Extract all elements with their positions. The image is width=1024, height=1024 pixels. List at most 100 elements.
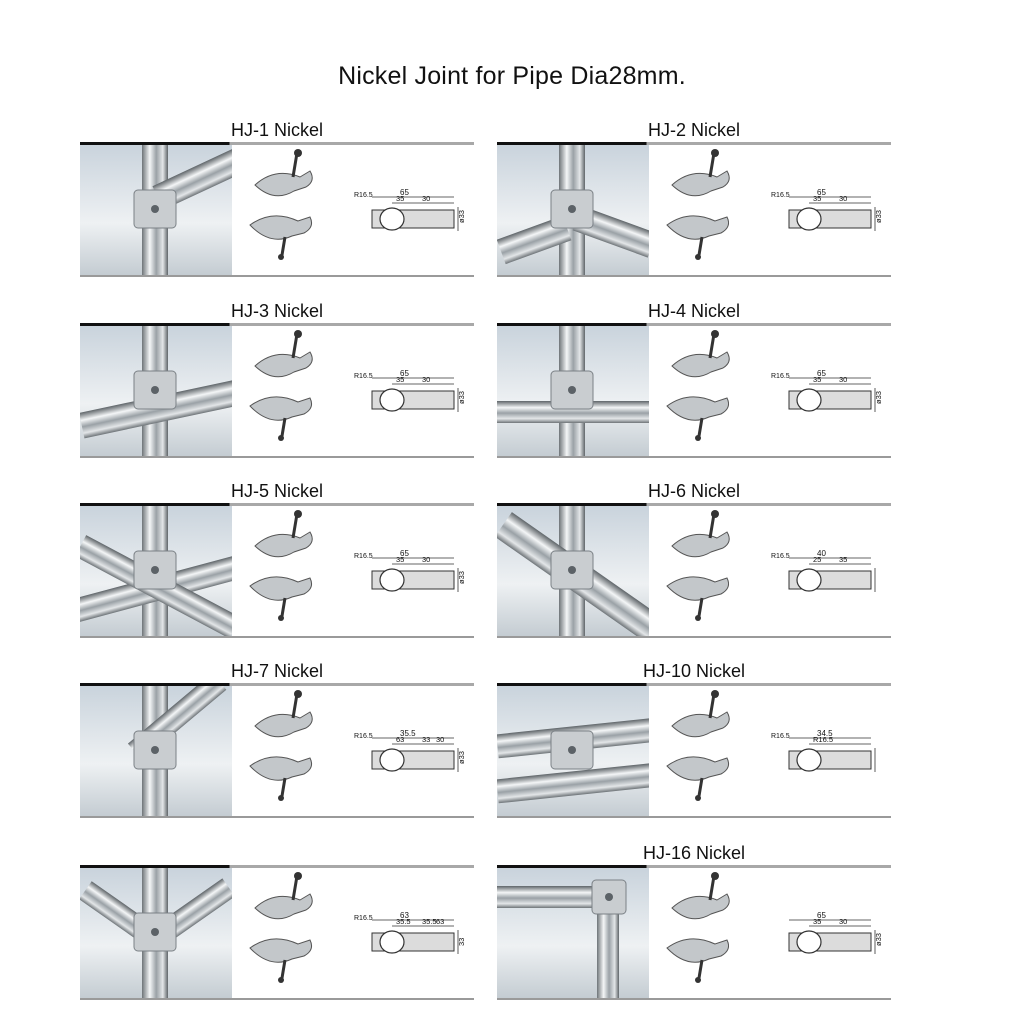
joint-photo	[80, 145, 232, 275]
divider	[497, 816, 891, 818]
dimension-label: 65	[400, 188, 409, 197]
dimension-label: R16.5	[771, 733, 790, 740]
dimension-label: 65	[817, 369, 826, 378]
joint-photo	[497, 868, 649, 998]
joint-photo	[80, 868, 232, 998]
dimension-label: 33	[422, 735, 430, 744]
dimension-label: 65	[817, 188, 826, 197]
exploded-parts-diagram	[235, 145, 355, 275]
joint-photo	[497, 145, 649, 275]
dimension-label: 30	[436, 735, 444, 744]
joint-name: HJ-1 Nickel	[230, 120, 323, 140]
dimension-label: 35	[396, 375, 404, 384]
dimension-label: R16.5	[354, 192, 373, 199]
exploded-parts-diagram	[652, 868, 772, 998]
dimension-label: ø33	[457, 571, 466, 584]
dimension-label: 35	[396, 194, 404, 203]
dimension-label: R16.5	[354, 373, 373, 380]
dimension-label: ø33	[457, 751, 466, 764]
dimension-label: 35	[839, 555, 847, 564]
dimension-label: ø33	[457, 210, 466, 223]
dimension-label: 63	[396, 735, 404, 744]
dimension-label: R16.5	[354, 553, 373, 560]
joint-photo	[80, 686, 232, 816]
exploded-parts-diagram	[235, 506, 355, 636]
dimension-label: 25	[813, 555, 821, 564]
exploded-parts-diagram	[652, 686, 772, 816]
joint-name: HJ-5 Nickel	[230, 481, 323, 501]
exploded-parts-diagram	[235, 326, 355, 456]
joint-name: HJ-10 Nickel	[642, 661, 746, 681]
divider	[497, 503, 891, 506]
dimension-label: R16.5	[771, 192, 790, 199]
dimension-label: 35	[396, 555, 404, 564]
dimension-label: 30	[839, 917, 847, 926]
joint-name: HJ-2 Nickel	[647, 120, 740, 140]
dimension-label: 30	[422, 555, 430, 564]
divider	[80, 998, 474, 1000]
dimension-label: 30	[422, 375, 430, 384]
divider	[80, 865, 474, 868]
divider	[497, 456, 891, 458]
dimension-label: 35.5	[396, 917, 411, 926]
joint-name: HJ-7 Nickel	[230, 661, 323, 681]
dimension-label: R16.5	[354, 733, 373, 740]
dimension-label: 34.5	[817, 729, 833, 738]
dimension-label: R16.5	[813, 735, 833, 744]
exploded-parts-diagram	[652, 145, 772, 275]
divider	[80, 816, 474, 818]
dimension-label: 30	[839, 375, 847, 384]
divider	[497, 998, 891, 1000]
joint-name: HJ-16 Nickel	[642, 843, 746, 863]
dimension-label: 65	[817, 911, 826, 920]
dimension-label: 30	[839, 194, 847, 203]
joint-photo	[497, 506, 649, 636]
dimension-label: 33	[457, 938, 466, 946]
dimension-label: 63	[436, 917, 444, 926]
dimension-label: ø33	[874, 391, 883, 404]
dimension-label: 63	[400, 911, 409, 920]
dimension-label: 35	[813, 194, 821, 203]
divider	[497, 275, 891, 277]
joint-photo	[497, 326, 649, 456]
divider	[497, 636, 891, 638]
divider	[80, 142, 474, 145]
dimension-label: ø33	[874, 933, 883, 946]
dimension-label: 35	[813, 917, 821, 926]
dimension-label: 35.5	[422, 917, 437, 926]
divider	[497, 683, 891, 686]
divider	[80, 636, 474, 638]
dimension-label: ø33	[457, 391, 466, 404]
divider	[497, 142, 891, 145]
divider	[497, 323, 891, 326]
divider	[80, 323, 474, 326]
joint-name: HJ-6 Nickel	[647, 481, 740, 501]
divider	[497, 865, 891, 868]
dimension-label: 65	[400, 549, 409, 558]
dimension-label: R16.5	[354, 915, 373, 922]
dimension-label: R16.5	[771, 553, 790, 560]
dimension-label: 30	[422, 194, 430, 203]
